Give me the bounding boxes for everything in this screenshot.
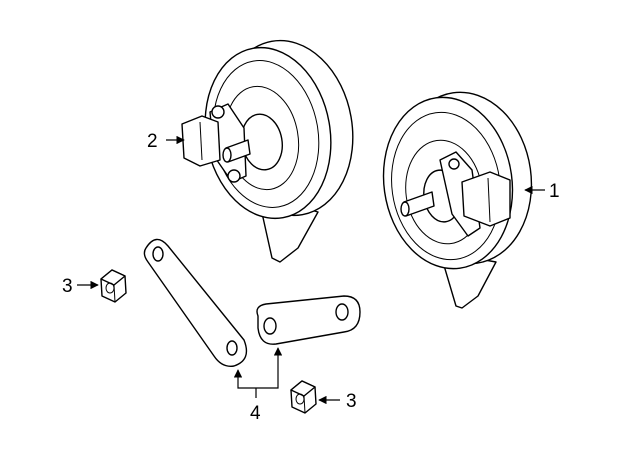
left-horn-terminal-hole-bottom [227, 169, 241, 183]
callout-3-upper: 3 [62, 276, 73, 297]
left-horn-stud-end [222, 147, 232, 163]
long-bracket-hole-bottom [226, 340, 238, 356]
right-horn [382, 91, 533, 309]
right-horn-terminal-edge [487, 177, 491, 223]
callout-4: 4 [250, 403, 261, 424]
leader-4-right [256, 347, 283, 389]
leaders [77, 135, 545, 405]
short-bracket [256, 295, 361, 345]
callout-3-lower: 3 [346, 391, 357, 412]
long-bracket [143, 238, 248, 367]
short-bracket-hole-left [263, 317, 277, 335]
right-horn-terminal-hole [448, 158, 460, 170]
nut-lower [290, 380, 317, 414]
leader-4-left [233, 369, 256, 389]
right-horn-terminal-block [461, 171, 511, 227]
long-bracket-hole-top [152, 246, 164, 262]
connector-block-edge [199, 121, 203, 161]
right-horn-stud-end [400, 201, 410, 217]
left-horn [181, 39, 354, 263]
callout-1: 1 [549, 181, 560, 202]
nut-lower-hole [295, 393, 305, 405]
mounting-brackets [143, 238, 361, 367]
left-horn-terminal-hole-top [211, 105, 225, 119]
nut-upper-hole [105, 282, 115, 294]
short-bracket-hole-right [335, 303, 349, 321]
nut-upper [100, 269, 127, 303]
callout-2: 2 [147, 131, 158, 152]
